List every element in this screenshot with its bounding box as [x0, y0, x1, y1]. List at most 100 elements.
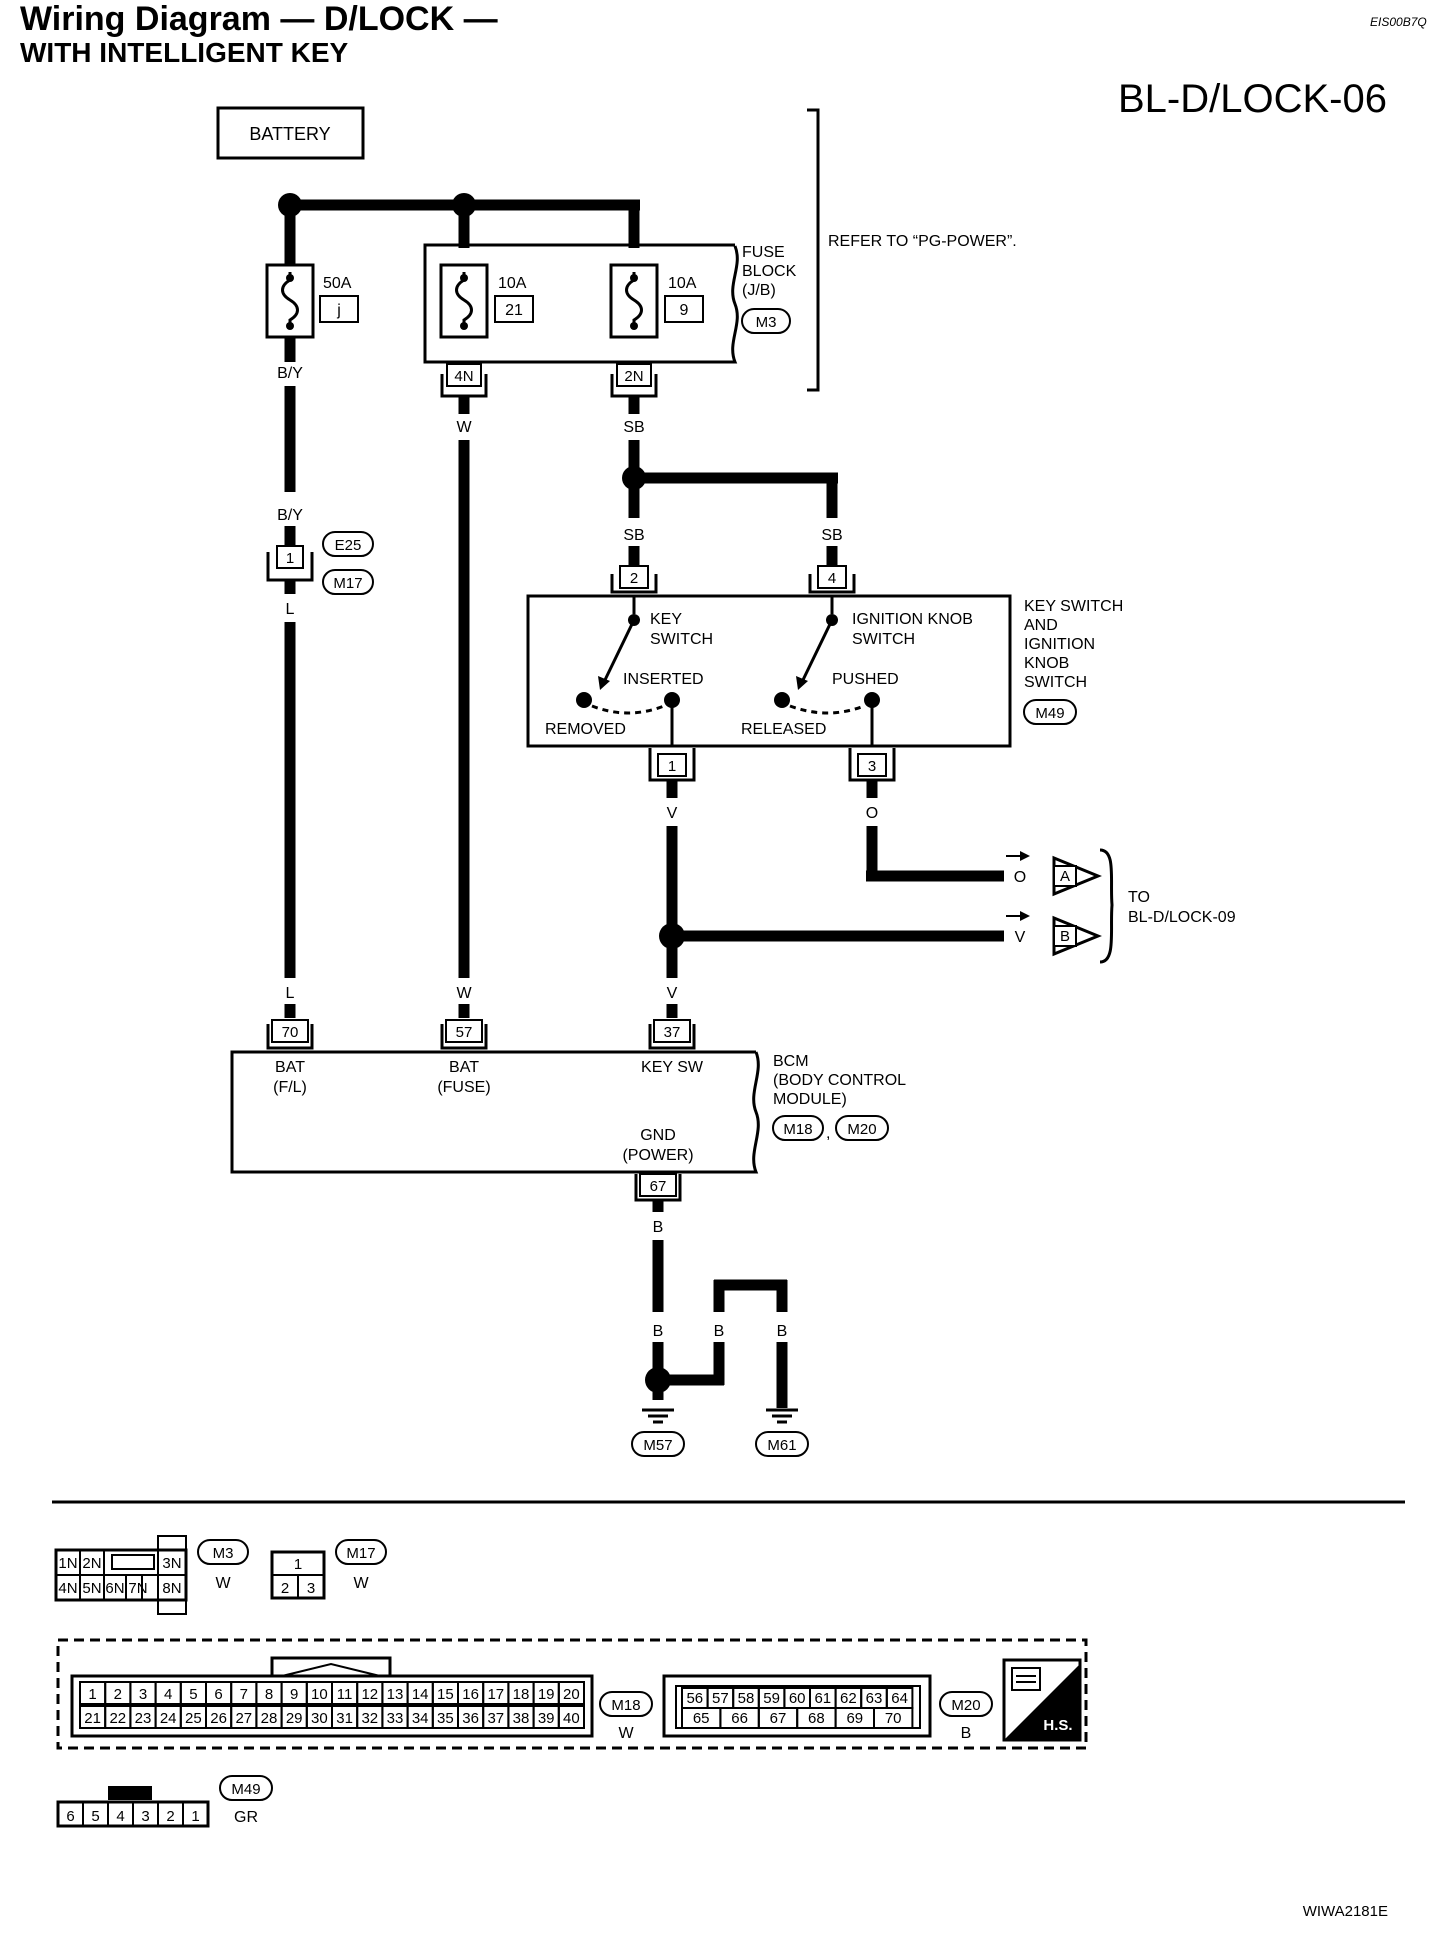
offpage-label: A [1060, 868, 1070, 885]
fuse-id-box [494, 295, 534, 323]
pin-cell [557, 1681, 585, 1705]
switch-blade [602, 619, 636, 683]
fuse-block-label: BLOCK [742, 263, 797, 280]
pin-label: 18 [513, 1686, 530, 1703]
terminal-box [657, 753, 687, 777]
pin-label: 23 [135, 1710, 152, 1727]
connector-tag-label: M18 [783, 1121, 812, 1138]
terminal-box [276, 545, 304, 569]
wire-color-label: B [653, 1219, 664, 1236]
fuse-id-box [319, 295, 359, 323]
pin-label: 26 [210, 1710, 227, 1727]
key-switch-title: SWITCH [1024, 674, 1087, 691]
pin-label: 63 [866, 1690, 883, 1707]
pin-label: 32 [361, 1710, 378, 1727]
pin-label: 1 [294, 1556, 302, 1573]
terminal-box [619, 565, 649, 589]
connector-face-m17: 1 2 3 [270, 1550, 326, 1600]
connector-tag-label: M3 [213, 1545, 234, 1562]
pin-label: 11 [337, 1686, 353, 1703]
pin-label: 35 [437, 1710, 454, 1727]
fuse-terminal [630, 274, 638, 282]
pin-label: 2 [114, 1686, 122, 1703]
fuse-id: 9 [680, 302, 689, 319]
pin-label: 69 [846, 1710, 863, 1727]
connector-color: B [961, 1725, 972, 1742]
pin-label: 70 [885, 1710, 902, 1727]
connector-bracket [648, 1024, 696, 1050]
pin-label: 58 [738, 1690, 755, 1707]
ground-id: M57 [643, 1437, 672, 1454]
pin-label: 39 [538, 1710, 555, 1727]
terminal-label: 4N [454, 368, 473, 385]
pin-label: 9 [290, 1686, 298, 1703]
pin-label: 3 [139, 1686, 147, 1703]
offpage-to: TO [1128, 889, 1150, 906]
bcm-title: MODULE) [773, 1091, 847, 1108]
connector-color: W [215, 1575, 231, 1592]
pin-label: 38 [513, 1710, 530, 1727]
bcm-pin-name: (POWER) [622, 1147, 693, 1164]
pin-cell [873, 1707, 914, 1729]
ignition-knob-label: IGNITION KNOB [852, 611, 973, 628]
bcm-title: BCM [773, 1053, 809, 1070]
fuse-id: j [336, 302, 341, 319]
pin-label: 33 [387, 1710, 404, 1727]
connector-tag-label: M49 [1035, 705, 1064, 722]
pin-label: 2N [82, 1555, 101, 1572]
ignition-knob-label: SWITCH [852, 631, 915, 648]
switch-state: REMOVED [545, 721, 626, 738]
ground-symbol [642, 1408, 674, 1424]
document-code: EIS00B7Q [1370, 15, 1427, 29]
wire-color-label: V [1015, 929, 1026, 946]
connector-tag [335, 1539, 387, 1565]
connector-tag [772, 1115, 824, 1141]
terminal-box [271, 1019, 309, 1043]
pin-label: 61 [814, 1690, 831, 1707]
terminal-box [639, 1173, 677, 1197]
terminal-box [857, 753, 887, 777]
fuse-terminal [286, 274, 294, 282]
wire-color-label: B [653, 1323, 664, 1340]
pin-label: 4N [58, 1580, 77, 1597]
battery-box [216, 106, 365, 160]
diagram-title: Wiring Diagram — D/LOCK — [20, 0, 498, 38]
pin-label: 66 [731, 1710, 748, 1727]
pin-label: 4 [164, 1686, 172, 1703]
fuse-id: 21 [505, 302, 523, 319]
connector-bracket [440, 1024, 488, 1050]
wire-color-label: O [1014, 869, 1026, 886]
fuse-block-bracket [807, 108, 820, 392]
wire-color-label: SB [821, 527, 842, 544]
switch-linkage [591, 704, 665, 715]
terminal-label: 57 [456, 1024, 473, 1041]
offpage-label-box [1053, 865, 1077, 887]
connector-tag-label: M17 [333, 575, 362, 592]
terminal-box [446, 363, 482, 387]
battery-label: BATTERY [249, 124, 330, 144]
switch-state: RELEASED [741, 721, 826, 738]
key-switch-title: AND [1024, 617, 1058, 634]
connector-tag-label: E25 [335, 537, 362, 554]
switch-arrow [796, 676, 808, 690]
pin-cell [182, 1801, 209, 1827]
pin-label: 8N [162, 1580, 181, 1597]
connector-separator: , [826, 1125, 830, 1142]
connector-tag-label: M20 [951, 1697, 980, 1714]
wire-color-label: B [714, 1323, 725, 1340]
fuse-amp: 50A [323, 275, 352, 292]
key-switch-title: KNOB [1024, 655, 1069, 672]
diagram-subtitle: WITH INTELLIGENT KEY [20, 37, 349, 68]
splice-dot [452, 193, 476, 217]
pin-label: 15 [437, 1686, 454, 1703]
pin-label: 67 [770, 1710, 787, 1727]
refer-note: REFER TO “PG-POWER”. [828, 233, 1017, 250]
connector-tag [631, 1431, 685, 1457]
pin-label: 6 [214, 1686, 222, 1703]
fuse-id-box [664, 295, 704, 323]
fuse-block-label: FUSE [742, 244, 785, 261]
wire-color-label: V [667, 985, 678, 1002]
pin-label: 30 [311, 1710, 328, 1727]
terminal-label: 2N [624, 368, 643, 385]
